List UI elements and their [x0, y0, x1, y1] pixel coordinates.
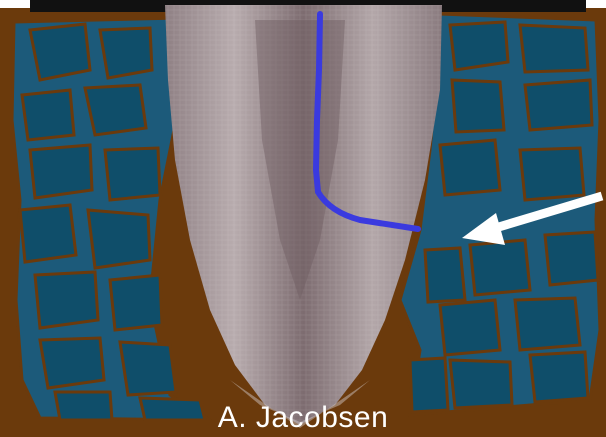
image-credit: A. Jacobsen — [0, 401, 606, 435]
